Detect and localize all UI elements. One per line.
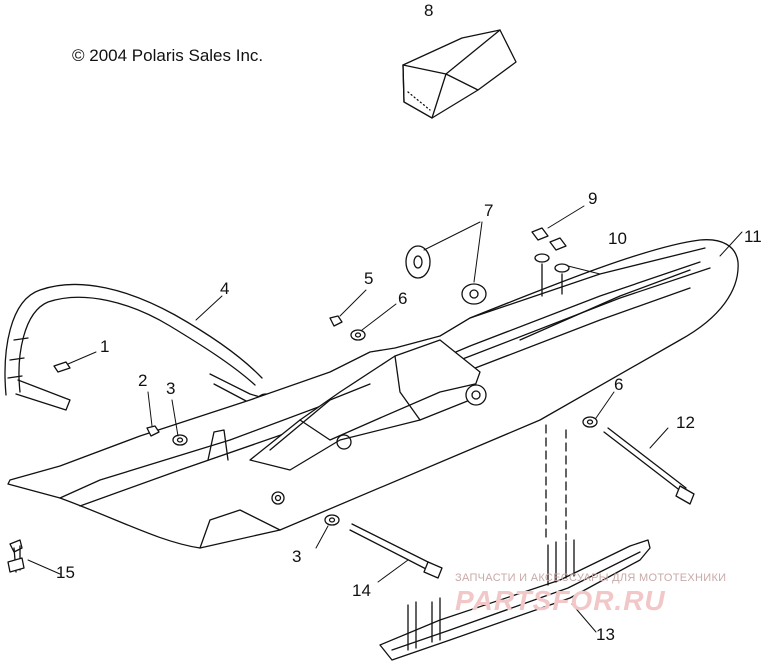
part-4-handle <box>4 283 276 411</box>
callout-13: 13 <box>596 625 615 644</box>
callout-11: 11 <box>744 227 762 246</box>
part-15-bolt <box>7 539 25 573</box>
small-hardware <box>146 315 598 526</box>
callout-3: 3 <box>166 379 176 398</box>
callout-7: 7 <box>484 201 494 220</box>
part-9-10-nuts-washers <box>531 227 570 297</box>
callout-10: 10 <box>608 229 627 248</box>
callout-leaders <box>27 205 743 633</box>
part-7-washers <box>405 245 487 305</box>
callout-15: 15 <box>56 563 75 582</box>
callout-14: 14 <box>352 581 371 600</box>
part-12-14-bolts <box>349 427 695 579</box>
ski-saddle-bracket <box>207 339 487 505</box>
callout-8: 8 <box>424 1 434 20</box>
part-1-pin <box>53 361 71 373</box>
callout-9: 9 <box>588 189 598 208</box>
callout-5: 5 <box>364 269 374 288</box>
callout-2: 2 <box>138 371 148 390</box>
callout-3b: 3 <box>292 547 302 566</box>
callout-6: 6 <box>398 289 408 308</box>
callout-6b: 6 <box>614 375 624 394</box>
callout-1: 1 <box>100 337 110 356</box>
watermark-caption: ЗАПЧАСТИ И АКСЕССУАРЫ ДЛЯ МОТОТЕХНИКИ <box>455 572 727 584</box>
copyright-notice: © 2004 Polaris Sales Inc. <box>72 46 264 65</box>
part-8-bumper-pad <box>402 29 517 119</box>
callout-4: 4 <box>220 279 230 298</box>
callout-12: 12 <box>676 413 695 432</box>
part-13-wear-bar <box>379 424 651 661</box>
watermark-logo: PARTSFOR.RU <box>455 585 666 616</box>
